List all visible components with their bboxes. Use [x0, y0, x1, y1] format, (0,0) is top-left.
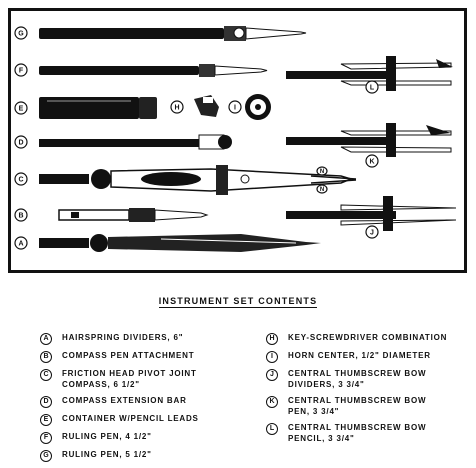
- legend-item-text: CONTAINER W/PENCIL LEADS: [62, 414, 199, 423]
- callout-circle: [14, 172, 28, 186]
- legend-item-text: COMPASS EXTENSION BAR: [62, 396, 187, 405]
- callout-letter: J: [370, 230, 374, 237]
- legend-item: F RULING PEN, 4 1/2": [40, 432, 260, 444]
- n-label-letter: N: [320, 187, 324, 193]
- legend-item-text: KEY-SCREWDRIVER COMBINATION: [288, 333, 448, 342]
- legend-letter-badge: B: [40, 351, 52, 363]
- bow-pen: [286, 123, 452, 157]
- n-label-ellipse: [316, 184, 328, 194]
- callout-letter: A: [18, 241, 23, 248]
- legend-item: C FRICTION HEAD PIVOT JOINT COMPASS, 6 1/…: [40, 369, 260, 390]
- callout-letter: G: [18, 31, 24, 38]
- hairspring-dividers: [39, 234, 321, 252]
- legend-letter-badge: G: [40, 450, 52, 462]
- callout-group: G F E H I D C B A L K J N N: [14, 26, 379, 250]
- legend-item: G RULING PEN, 5 1/2": [40, 450, 260, 462]
- legend-letter-badge: J: [266, 369, 278, 381]
- legend-item-text: RULING PEN, 4 1/2": [62, 432, 152, 441]
- legend-item: J CENTRAL THUMBSCREW BOW DIVIDERS, 3 3/4": [266, 369, 471, 390]
- callout-letter: B: [18, 213, 23, 220]
- ruling-pen-large: [39, 26, 307, 41]
- legend-item: I HORN CENTER, 1/2" DIAMETER: [266, 351, 471, 363]
- legend-letter-badge: A: [40, 333, 52, 345]
- legend-letter-badge: K: [266, 396, 278, 408]
- callout-letter: I: [234, 105, 236, 112]
- legend-item: E CONTAINER W/PENCIL LEADS: [40, 414, 260, 426]
- legend-item-text: RULING PEN, 5 1/2": [62, 450, 152, 459]
- callout-circle: [14, 101, 28, 115]
- callout-circle: [365, 154, 379, 168]
- callout-letter: E: [19, 106, 24, 113]
- instrument-drawing: G F E H I D C B A L K J N N: [14, 26, 457, 252]
- callout-circle: [14, 63, 28, 77]
- callout-circle: [365, 225, 379, 239]
- legend-letter-badge: H: [266, 333, 278, 345]
- legend-item: B COMPASS PEN ATTACHMENT: [40, 351, 260, 363]
- callout-circle: [14, 208, 28, 222]
- callout-circle: [228, 100, 242, 114]
- ruling-pen-small: [39, 64, 268, 77]
- legend-left-column: A HAIRSPRING DIVIDERS, 6" B COMPASS PEN ATT…: [40, 333, 260, 468]
- legend-letter-badge: I: [266, 351, 278, 363]
- callout-circle: [14, 26, 28, 40]
- legend-letter-badge: D: [40, 396, 52, 408]
- legend-item-text: CENTRAL THUMBSCREW BOW PENCIL, 3 3/4": [288, 423, 427, 443]
- legend-item: L CENTRAL THUMBSCREW BOW PENCIL, 3 3/4": [266, 423, 471, 444]
- legend-item-text: FRICTION HEAD PIVOT JOINT COMPASS, 6 1/2…: [62, 369, 197, 389]
- legend-title-text: INSTRUMENT SET CONTENTS: [158, 296, 318, 308]
- legend-item-text: HAIRSPRING DIVIDERS, 6": [62, 333, 184, 342]
- callout-letter: C: [18, 177, 23, 184]
- legend-right-column: H KEY-SCREWDRIVER COMBINATION I HORN CENTER…: [266, 333, 471, 450]
- callout-letter: H: [174, 105, 179, 112]
- legend-letter-badge: C: [40, 369, 52, 381]
- legend-item: D COMPASS EXTENSION BAR: [40, 396, 260, 408]
- n-label-ellipse: [316, 166, 328, 176]
- callout-letter: K: [369, 159, 374, 166]
- callout-circle: [14, 135, 28, 149]
- legend-item: K CENTRAL THUMBSCREW BOW PEN, 3 3/4": [266, 396, 471, 417]
- legend-item-text: CENTRAL THUMBSCREW BOW DIVIDERS, 3 3/4": [288, 369, 427, 389]
- bow-dividers: [286, 196, 457, 231]
- compass-pen-attachment: [58, 208, 209, 222]
- legend-letter-badge: L: [266, 423, 278, 435]
- horn-center: [245, 94, 271, 120]
- compass-extension-bar: [39, 134, 232, 150]
- legend-title: INSTRUMENT SET CONTENTS: [0, 296, 476, 308]
- instrument-illustration-frame: G F E H I D C B A L K J N N: [8, 8, 467, 273]
- legend-item-text: HORN CENTER, 1/2" DIAMETER: [288, 351, 431, 360]
- callout-circle: [170, 100, 184, 114]
- callout-circle: [14, 236, 28, 250]
- legend-item-text: CENTRAL THUMBSCREW BOW PEN, 3 3/4": [288, 396, 427, 416]
- bow-pencil: [286, 56, 453, 91]
- legend-item: A HAIRSPRING DIVIDERS, 6": [40, 333, 260, 345]
- legend-letter-badge: E: [40, 414, 52, 426]
- legend-item: H KEY-SCREWDRIVER COMBINATION: [266, 333, 471, 345]
- callout-letter: D: [18, 140, 23, 147]
- callout-letter: L: [370, 85, 375, 92]
- callout-circle: [365, 80, 379, 94]
- n-label-letter: N: [320, 169, 324, 175]
- lead-container: [39, 97, 157, 119]
- friction-compass: [39, 165, 357, 195]
- legend-item-text: COMPASS PEN ATTACHMENT: [62, 351, 195, 360]
- key-screwdriver: [194, 95, 219, 117]
- callout-letter: F: [19, 68, 24, 75]
- legend-letter-badge: F: [40, 432, 52, 444]
